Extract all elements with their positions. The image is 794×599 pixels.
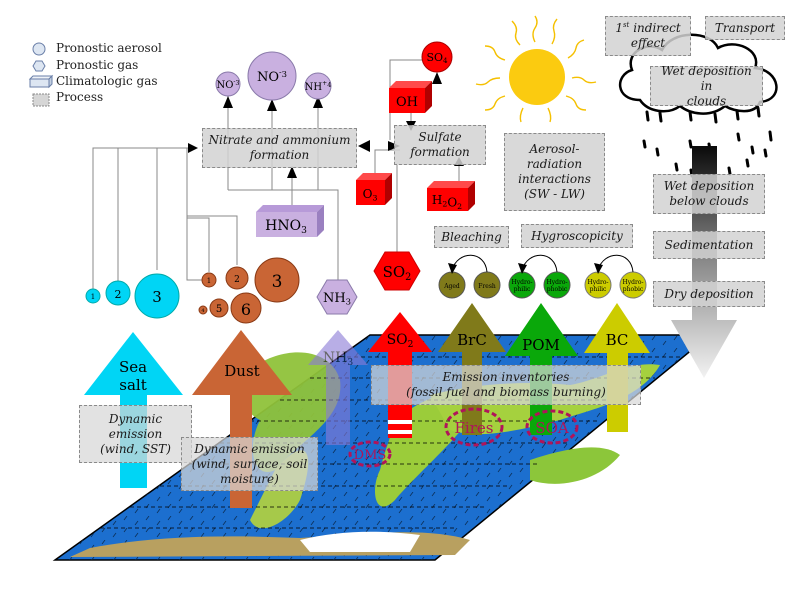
dust-bin-label: 5: [216, 304, 222, 315]
process-wet-deposition-in-clouds[interactable]: Wet deposition in clouds: [650, 64, 763, 108]
sulfate-species: SO4 OH O3 H2O2 SO2: [356, 41, 475, 291]
legend-label: Process: [56, 90, 104, 104]
nitrate-aerosols: NO-3 NO-3 NH+4: [215, 51, 332, 101]
dust-emission-arrow: Dust: [192, 330, 292, 508]
dust-bin-label: 1: [207, 277, 211, 285]
legend-label: Pronostic gas: [56, 58, 139, 72]
legend-label: Pronostic aerosol: [56, 41, 162, 55]
so2-arrow-label: SO2: [387, 332, 414, 350]
process-hygroscopicity[interactable]: Hygroscopicity: [521, 224, 633, 248]
dust-bins: 1 2 3 4 5 6: [198, 257, 300, 324]
process-bleaching[interactable]: Bleaching: [434, 226, 509, 248]
gas-nh3-label: NH3: [323, 291, 351, 307]
dust-bin-label: 4: [201, 308, 204, 314]
source-rings: [348, 407, 579, 468]
seasalt-arrow-label-line2: salt: [119, 376, 146, 394]
fires-source-label: Fires: [455, 419, 494, 437]
legend-item-pronostic-gas: Pronostic gas: [56, 58, 138, 72]
aerosol-so4-label: SO4: [426, 51, 448, 65]
seasalt-bin-label: 3: [152, 288, 162, 306]
pom-hygroscopicity-arrow: [521, 254, 558, 273]
gas-h2o2-box[interactable]: H2O2: [427, 181, 475, 211]
nh3-emission-arrow: NH3: [308, 330, 368, 445]
process-seasalt-dynamic-emission[interactable]: Dynamic emission (wind, SST): [79, 405, 192, 463]
bc-hygroscopicity-arrow: [597, 254, 634, 273]
dust-bin-label: 6: [241, 300, 251, 319]
carbon-state-label: phobic: [547, 286, 568, 293]
legend-item-process: Process: [56, 90, 103, 104]
process-sulfate-formation[interactable]: Sulfate formation: [394, 125, 486, 165]
deposition-arrow: [671, 146, 737, 378]
land-antarctica-ice: [300, 531, 420, 552]
aerosol-so4[interactable]: [421, 41, 453, 73]
aerosol-nh4[interactable]: [304, 72, 332, 100]
seasalt-arrow-label-line1: Sea: [119, 358, 147, 376]
gas-nh3-hexagon[interactable]: NH3: [316, 279, 358, 315]
carbon-state-label: philic: [590, 286, 607, 293]
dms-source-label: DMS: [354, 448, 387, 463]
carbon-state-label: philic: [514, 286, 531, 293]
carbon-state-label: Hydro-: [623, 279, 644, 286]
carbon-states: Aged Fresh: [438, 254, 647, 299]
gas-o3-label: O3: [363, 187, 378, 202]
fires-source-ring: [444, 407, 504, 447]
dust-arrow-label: Dust: [224, 362, 259, 380]
carbon-state-label: Hydro-: [588, 279, 609, 286]
circle-icon: [32, 42, 46, 56]
gas-o3-box[interactable]: O3: [356, 173, 392, 205]
soa-source-label: SOA: [535, 419, 569, 437]
gas-h2o2-label: H2O2: [432, 193, 462, 211]
gas-so2-label: SO2: [383, 263, 412, 283]
brc-fresh-label: Fresh: [478, 283, 496, 290]
process-wet-deposition-below-clouds[interactable]: Wet deposition below clouds: [653, 174, 765, 214]
process-transport[interactable]: Transport: [705, 16, 785, 40]
hexagon-icon: [32, 60, 46, 72]
gas-oh-label: OH: [396, 95, 418, 110]
legend-symbols: [28, 42, 54, 107]
bleaching-arrow: [451, 254, 488, 273]
aerosol-no3-large-label: NO-3: [257, 68, 287, 86]
aerosol-nh4-label: NH+4: [305, 80, 332, 93]
brc-arrow-label: BrC: [457, 331, 487, 349]
gas-hno3-box[interactable]: HNO3: [256, 205, 324, 237]
nh3-arrow-label: NH3: [323, 350, 353, 368]
brc-aged-label: Aged: [443, 283, 460, 290]
process-aerosol-radiation-interactions[interactable]: Aerosol- radiation interactions (SW - LW…: [504, 133, 605, 211]
seasalt-bin-label: 2: [115, 288, 122, 301]
legend-label: Climatologic gas: [56, 74, 158, 88]
seasalt-bins: 1 2 3: [85, 273, 180, 319]
box-icon: [28, 74, 54, 89]
aerosol-no3-small[interactable]: [215, 71, 241, 97]
carbon-state-label: phobic: [623, 286, 644, 293]
carbon-state-label: Hydro-: [547, 279, 568, 286]
process-dry-deposition[interactable]: Dry deposition: [653, 281, 765, 307]
dust-bin-label: 3: [272, 272, 283, 292]
gas-hno3-label: HNO3: [265, 218, 307, 236]
seasalt-bin-label: 1: [91, 293, 95, 301]
process-emission-inventories[interactable]: Emission inventories (fossil fuel and bi…: [371, 365, 641, 405]
legend-item-climatologic-gas: Climatologic gas: [56, 74, 158, 88]
land-australia: [530, 447, 620, 484]
pom-arrow-label: POM: [522, 336, 560, 354]
soa-source-ring: [525, 409, 579, 445]
carbon-state-label: Hydro-: [512, 279, 533, 286]
square-icon: [32, 93, 50, 107]
process-dust-dynamic-emission[interactable]: Dynamic emission (wind, surface, soil mo…: [181, 437, 318, 491]
gas-oh-box[interactable]: OH: [389, 81, 432, 113]
process-nitrate-ammonium-formation[interactable]: Nitrate and ammonium formation: [202, 128, 357, 168]
dust-bin-label: 2: [234, 275, 240, 285]
process-sedimentation[interactable]: Sedimentation: [653, 231, 765, 259]
legend-item-pronostic-aerosol: Pronostic aerosol: [56, 41, 162, 55]
dms-source-ring: [348, 440, 392, 468]
aerosol-no3-large[interactable]: [247, 51, 297, 101]
gas-so2-hexagon[interactable]: SO2: [373, 251, 421, 291]
sun-icon: [475, 15, 597, 123]
bc-arrow-label: BC: [606, 331, 629, 349]
aerosol-no3-small-label: NO-3: [216, 78, 239, 91]
